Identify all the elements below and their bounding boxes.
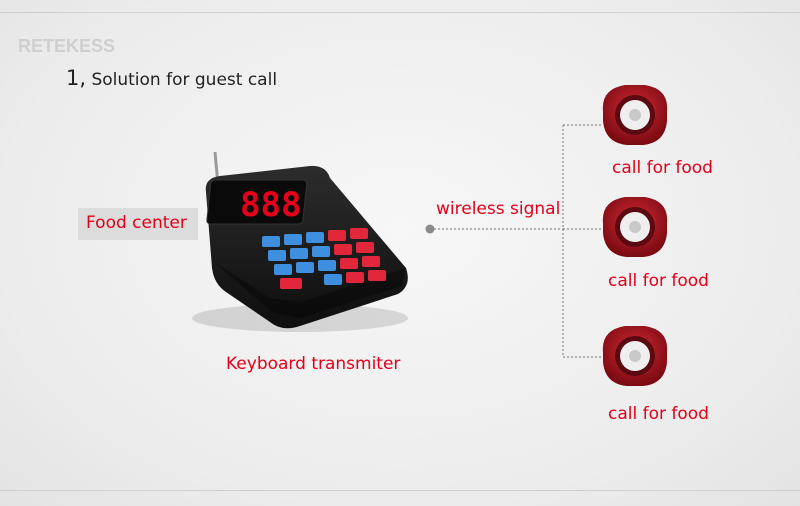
bottom-divider: [0, 490, 800, 491]
brand-logo: RETEKESS: [18, 36, 116, 56]
section-title: Solution for guest call: [91, 70, 278, 90]
signal-lines: [430, 124, 603, 358]
wireless-signal-label: wireless signal: [436, 199, 561, 219]
pager-device-3: [602, 326, 668, 386]
keyboard-transmitter-label: Keyboard transmiter: [226, 354, 401, 374]
keyboard-transmitter-device: 888: [192, 151, 408, 332]
food-center-box: [78, 208, 198, 240]
pager-label-2: call for food: [608, 271, 709, 291]
pager-label-3: call for food: [608, 404, 709, 424]
pager-device-1: [602, 85, 668, 145]
pager-label-1: call for food: [612, 158, 713, 178]
pager-device-2: [602, 197, 668, 257]
display-digits: 888: [240, 185, 301, 225]
top-divider: [0, 12, 800, 13]
signal-origin-dot: [425, 224, 435, 234]
food-center-label: Food center: [86, 213, 187, 233]
display-panel: [206, 179, 308, 225]
section-number: 1,: [66, 66, 87, 90]
keypad: [262, 228, 386, 289]
section-heading: 1, Solution for guest call: [66, 66, 277, 90]
